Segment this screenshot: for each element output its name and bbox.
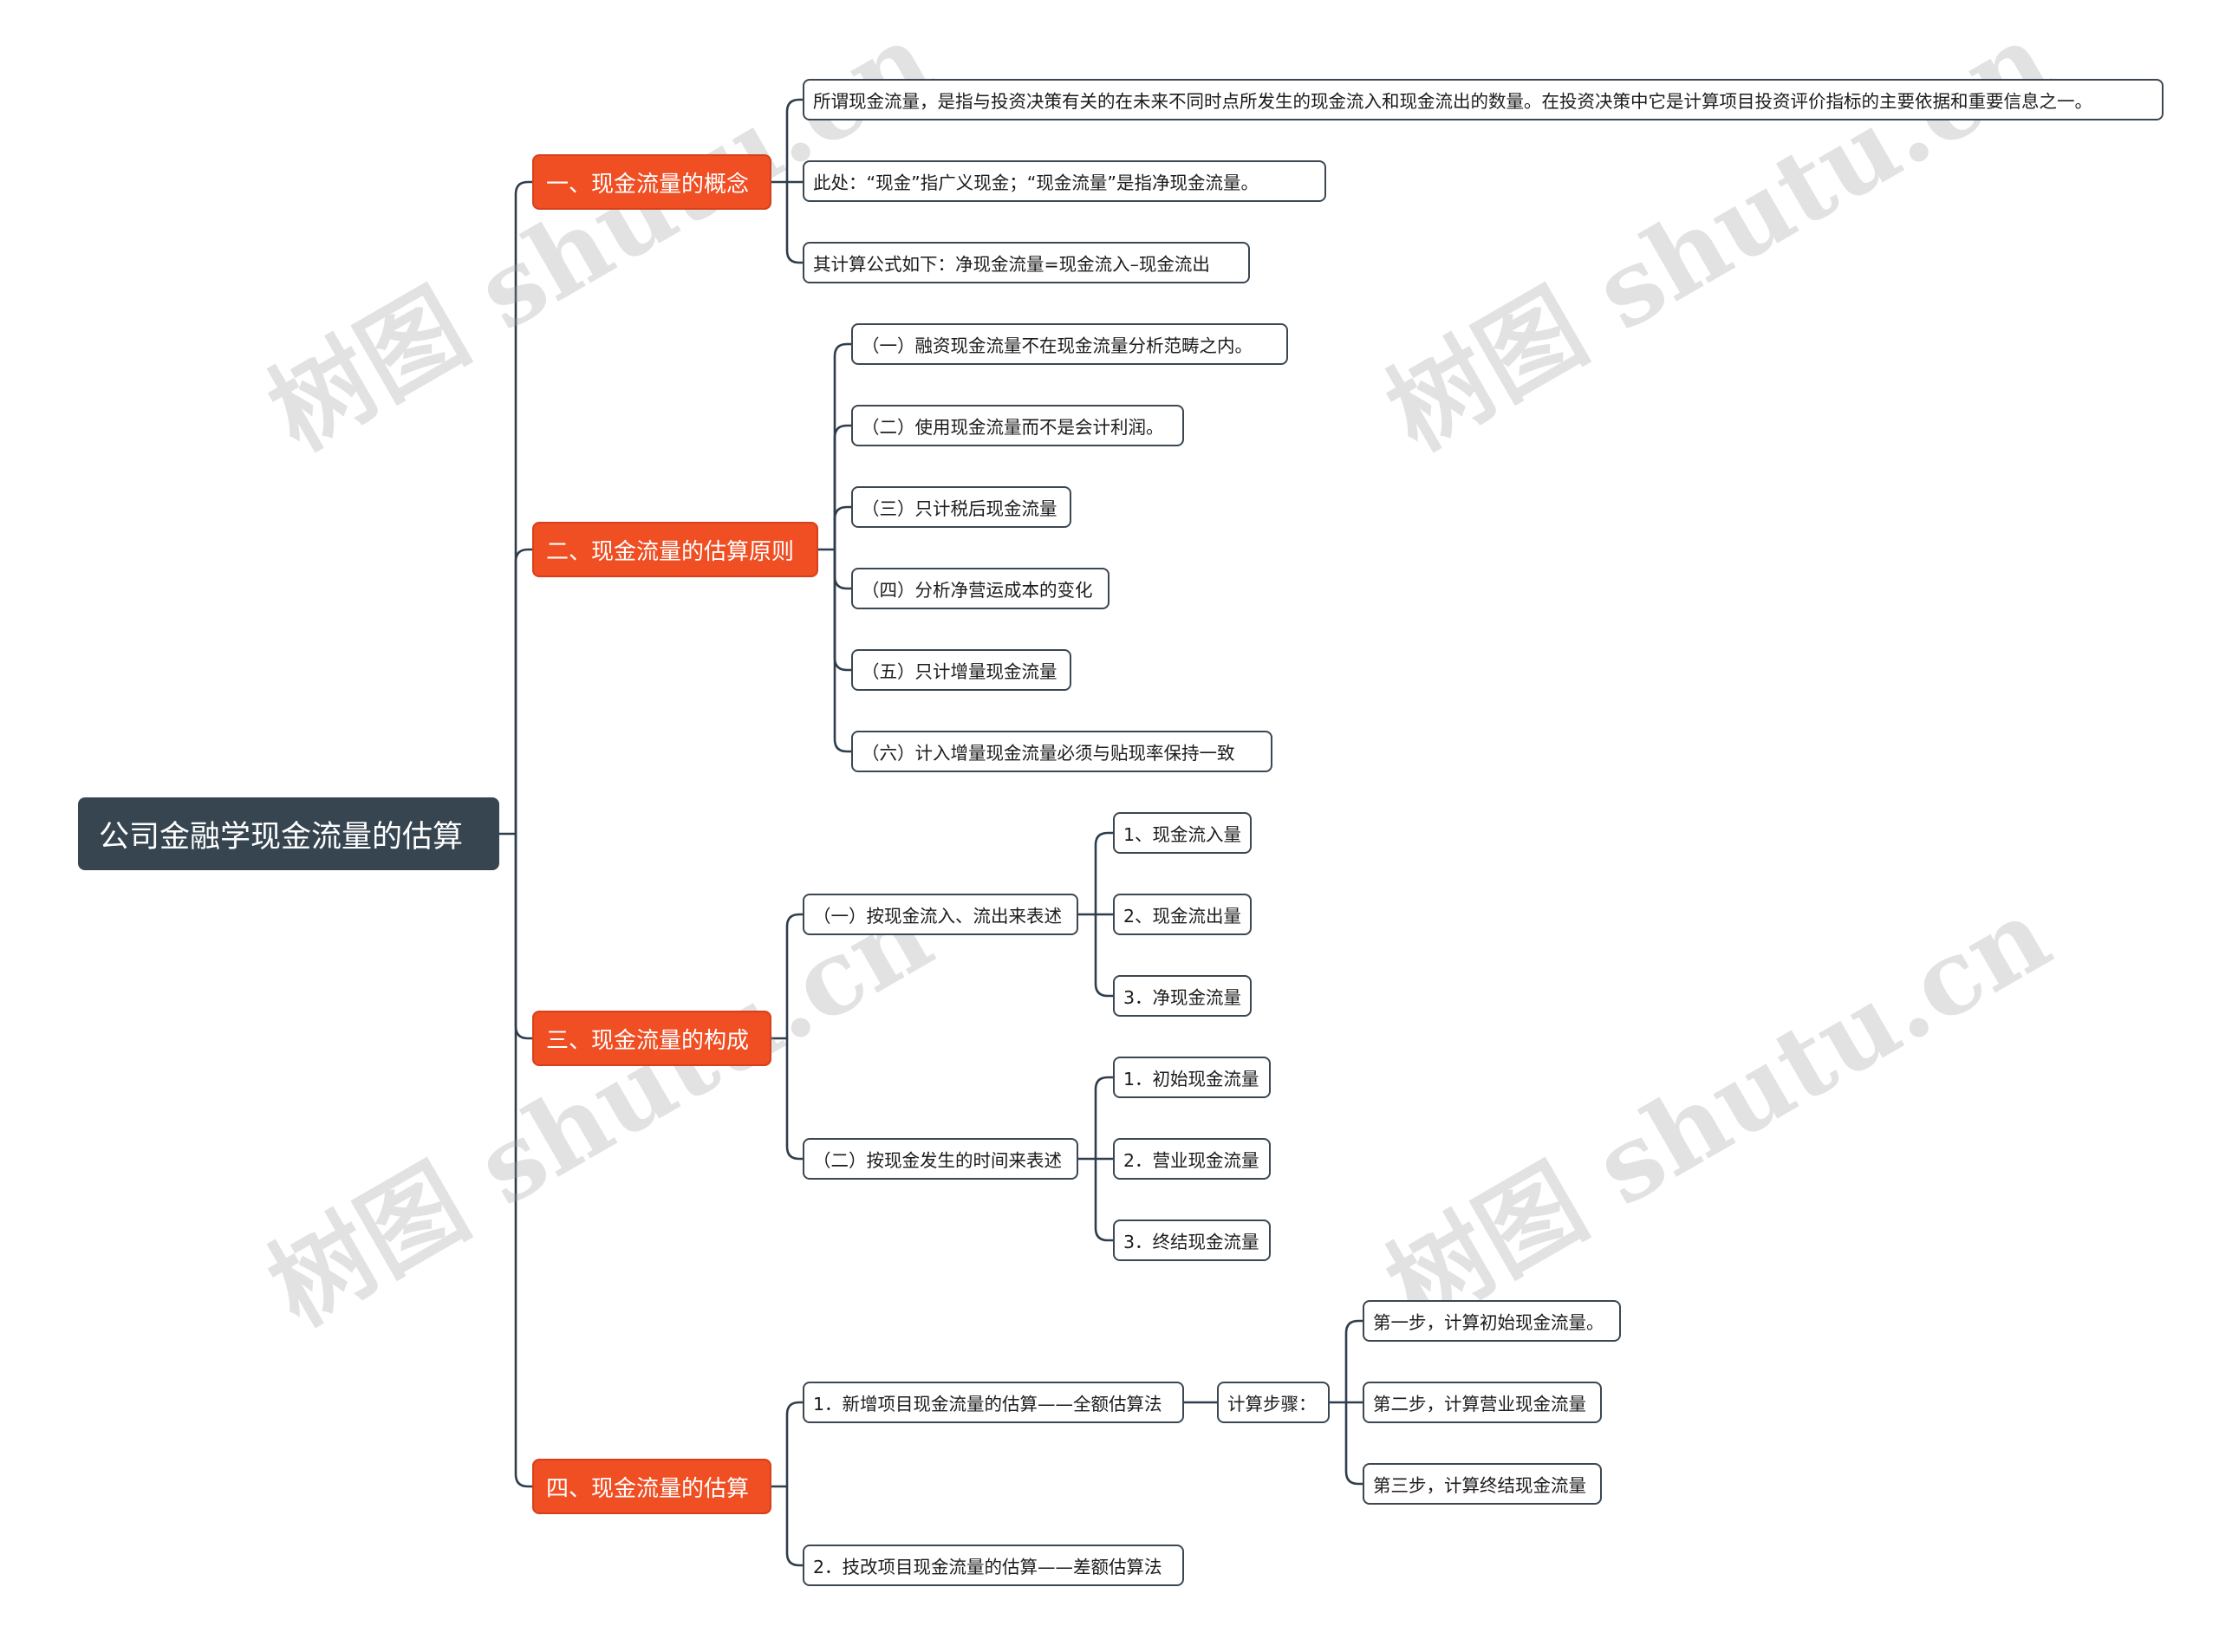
principle-item[interactable]: （二）使用现金流量而不是会计利润。 xyxy=(851,405,1184,446)
connector-line xyxy=(1094,831,1113,914)
connector-line xyxy=(785,913,803,1038)
principle-item[interactable]: （六）计入增量现金流量必须与贴现率保持一致 xyxy=(851,731,1272,772)
connector-line xyxy=(833,342,851,550)
composition-by-time[interactable]: （二）按现金发生的时间来表述 xyxy=(803,1138,1078,1180)
flow-item[interactable]: 1、现金流入量 xyxy=(1113,812,1252,854)
connector-line xyxy=(1344,1319,1363,1402)
connector-line xyxy=(514,834,532,1040)
step-item[interactable]: 第一步，计算初始现金流量。 xyxy=(1363,1300,1621,1342)
connector-line xyxy=(833,550,851,753)
step-item[interactable]: 第二步，计算营业现金流量 xyxy=(1363,1382,1602,1423)
concept-formula[interactable]: 其计算公式如下：净现金流量=现金流入–现金流出 xyxy=(803,242,1250,283)
connector-line xyxy=(785,182,803,264)
connector-line xyxy=(514,834,532,1488)
principle-item[interactable]: （五）只计增量现金流量 xyxy=(851,649,1071,691)
principle-item[interactable]: （四）分析净营运成本的变化 xyxy=(851,568,1110,609)
connector-line xyxy=(833,550,851,672)
connector-line xyxy=(514,548,532,834)
principle-item[interactable]: （一）融资现金流量不在现金流量分析范畴之内。 xyxy=(851,323,1288,365)
step-item[interactable]: 第三步，计算终结现金流量 xyxy=(1363,1463,1602,1505)
connector-line xyxy=(514,180,532,834)
calculation-steps[interactable]: 计算步骤： xyxy=(1217,1382,1330,1423)
concept-note[interactable]: 此处：“现金”指广义现金；“现金流量”是指净现金流量。 xyxy=(803,160,1326,202)
connector-line xyxy=(785,1401,803,1486)
root-topic[interactable]: 公司金融学现金流量的估算 xyxy=(78,797,499,870)
flow-item[interactable]: 3．净现金流量 xyxy=(1113,975,1252,1017)
time-item[interactable]: 1．初始现金流量 xyxy=(1113,1057,1271,1098)
branch-composition[interactable]: 三、现金流量的构成 xyxy=(532,1011,771,1066)
retrofit-project-estimation[interactable]: 2．技改项目现金流量的估算——差额估算法 xyxy=(803,1545,1184,1586)
connector-line xyxy=(833,424,851,550)
connector-line xyxy=(833,550,851,590)
new-project-estimation[interactable]: 1．新增项目现金流量的估算——全额估算法 xyxy=(803,1382,1184,1423)
composition-by-flow[interactable]: （一）按现金流入、流出来表述 xyxy=(803,894,1078,935)
principle-item[interactable]: （三）只计税后现金流量 xyxy=(851,486,1071,528)
branch-principles[interactable]: 二、现金流量的估算原则 xyxy=(532,522,818,577)
connector-line xyxy=(785,98,803,182)
connector-line xyxy=(1344,1402,1363,1486)
connector-line xyxy=(1094,914,1113,998)
time-item[interactable]: 2．营业现金流量 xyxy=(1113,1138,1271,1180)
flow-item[interactable]: 2、现金流出量 xyxy=(1113,894,1252,935)
connector-line xyxy=(1094,1076,1113,1159)
connector-line xyxy=(1094,1159,1113,1242)
time-item[interactable]: 3．终结现金流量 xyxy=(1113,1219,1271,1261)
connector-line xyxy=(785,1486,803,1567)
connector-line xyxy=(785,1038,803,1161)
connector-line xyxy=(833,505,851,550)
concept-definition[interactable]: 所谓现金流量，是指与投资决策有关的在未来不同时点所发生的现金流入和现金流出的数量… xyxy=(803,79,2164,120)
branch-concept[interactable]: 一、现金流量的概念 xyxy=(532,154,771,210)
branch-estimation[interactable]: 四、现金流量的估算 xyxy=(532,1459,771,1514)
